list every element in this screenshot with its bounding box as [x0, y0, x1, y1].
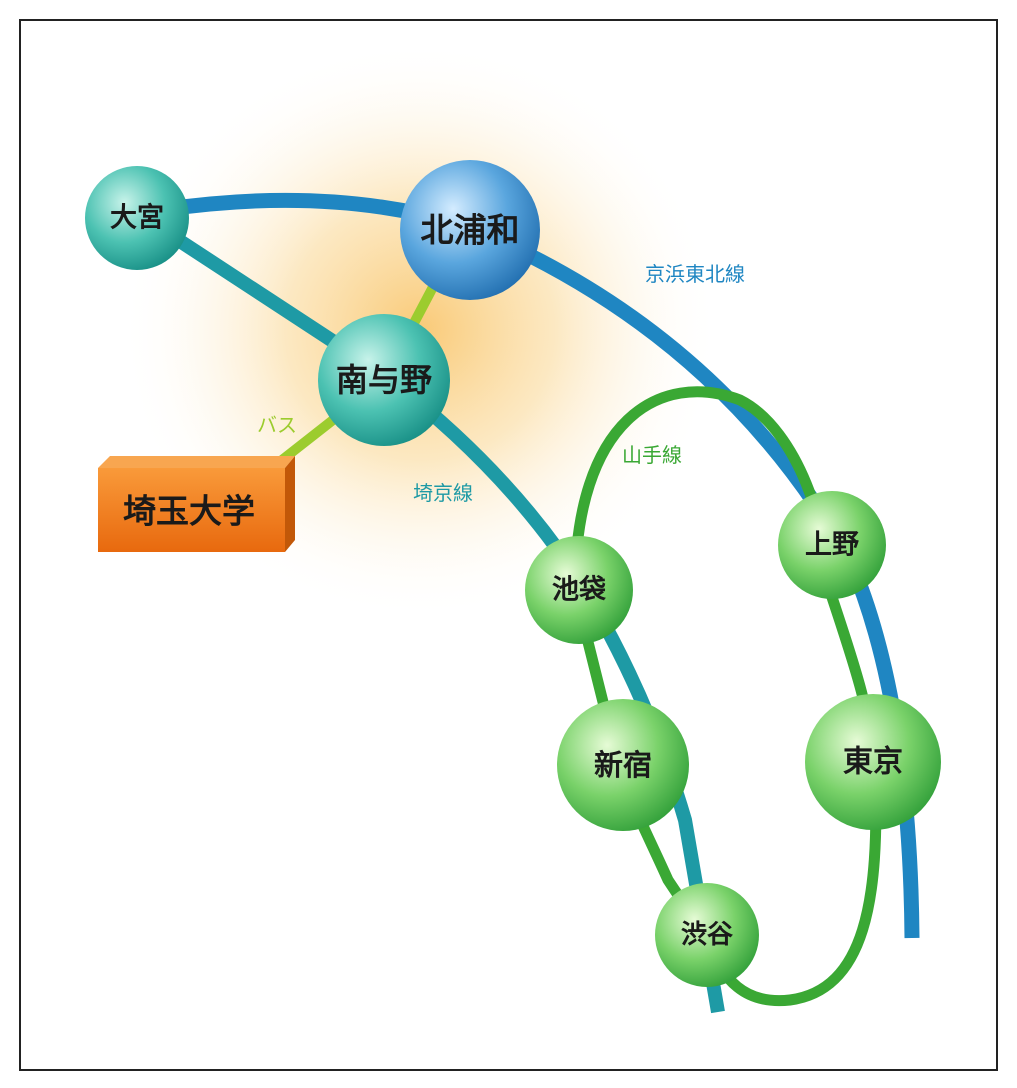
station-ikebukuro[interactable]: 池袋: [525, 536, 633, 644]
station-shinjuku[interactable]: 新宿: [557, 699, 689, 831]
university-box[interactable]: 埼玉大学: [98, 456, 295, 552]
station-tokyo-label: 東京: [843, 745, 903, 780]
yamanote-label: 山手線: [622, 443, 682, 467]
bus-label: バス: [257, 413, 297, 437]
university-label: 埼玉大学: [123, 492, 255, 531]
station-shibuya[interactable]: 渋谷: [655, 883, 759, 987]
station-ueno-label: 上野: [805, 530, 859, 561]
station-omiya-label: 大宮: [110, 202, 164, 234]
station-kitaurawa-label: 北浦和: [421, 211, 520, 250]
station-ikebukuro-label: 池袋: [552, 575, 607, 606]
saikyo-label: 埼京線: [413, 481, 473, 505]
station-ueno[interactable]: 上野: [778, 491, 886, 599]
station-kitaurawa[interactable]: 北浦和: [400, 160, 540, 300]
station-shibuya-label: 渋谷: [681, 920, 734, 950]
station-shinjuku-label: 新宿: [594, 748, 652, 782]
station-minamiyono-label: 南与野: [336, 361, 432, 399]
keihin-tohoku-label: 京浜東北線: [645, 262, 745, 286]
map-frame: [19, 19, 998, 1071]
station-minamiyono[interactable]: 南与野: [318, 314, 450, 446]
station-omiya[interactable]: 大宮: [85, 166, 189, 270]
station-tokyo[interactable]: 東京: [805, 694, 941, 830]
